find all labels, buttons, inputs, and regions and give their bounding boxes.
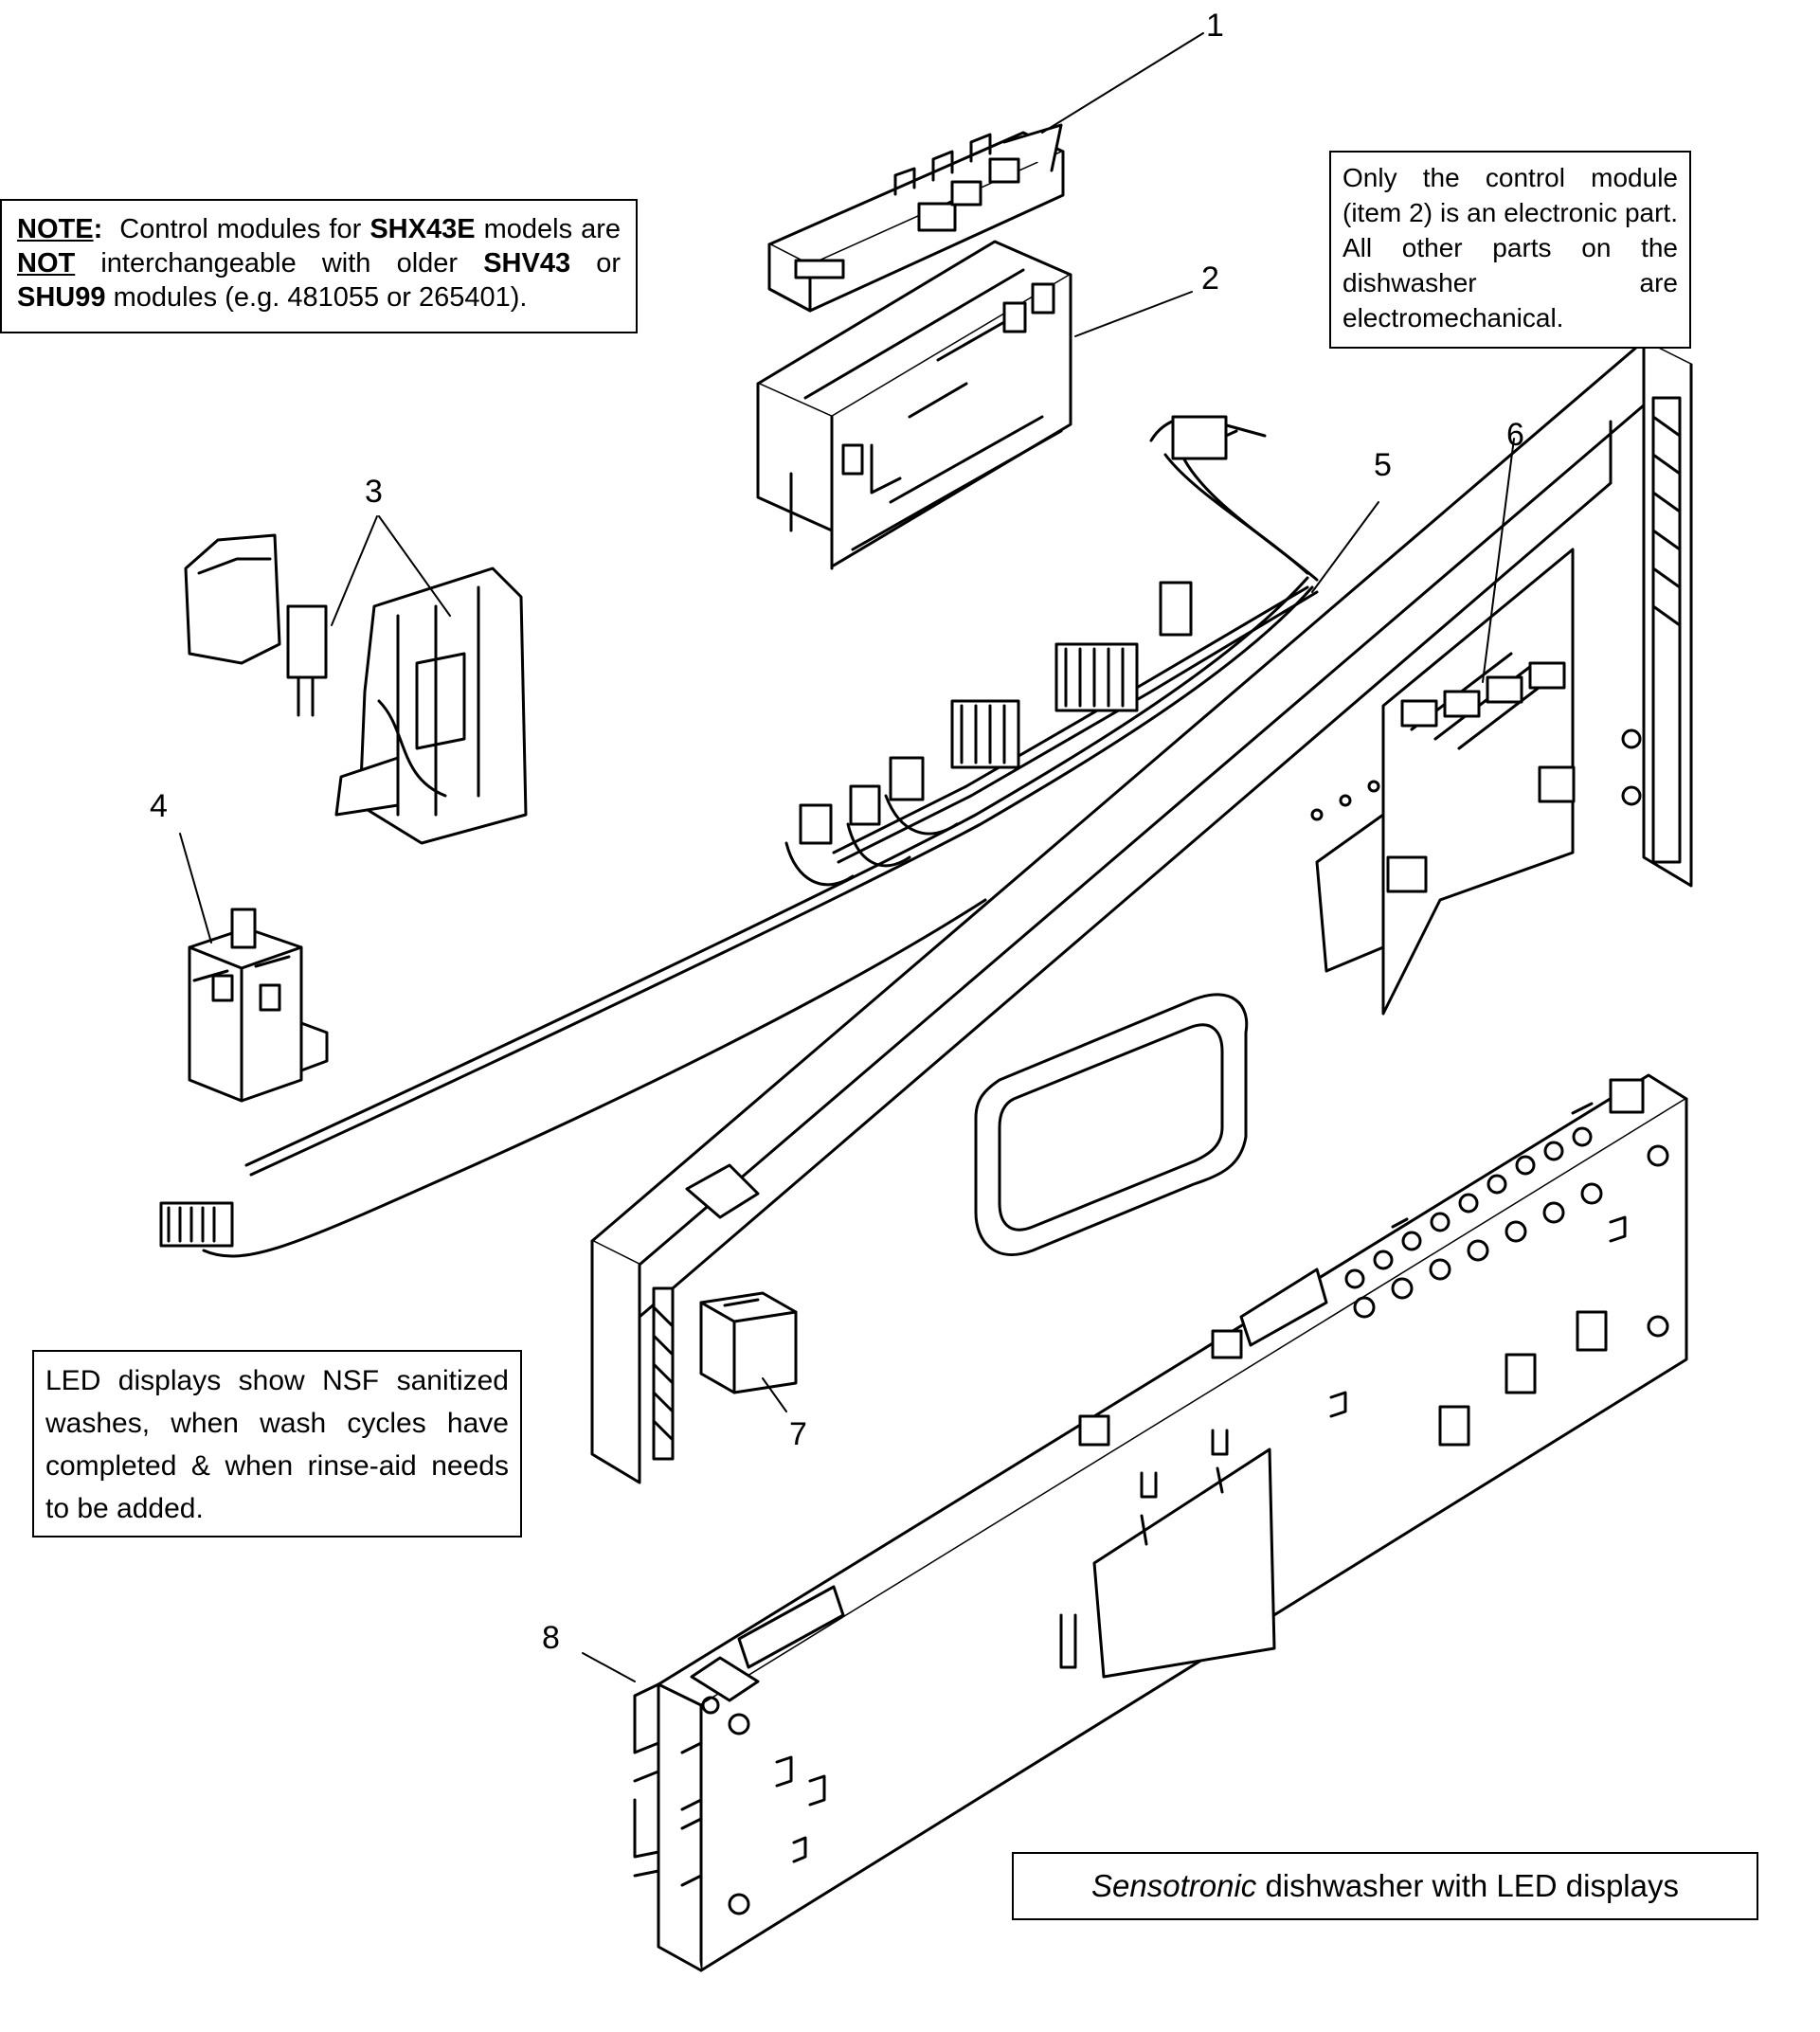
door-handle <box>974 993 1249 1256</box>
harness-connectors <box>784 581 1193 887</box>
part-6-inner-panel <box>590 339 1693 1484</box>
callout-2: 2 <box>1201 261 1219 297</box>
electronic-part-note: Only the control module (item 2) is an e… <box>1329 151 1691 349</box>
caption-text: dishwasher with LED displays <box>1265 1868 1679 1903</box>
callout-3: 3 <box>365 474 383 510</box>
part-4-main-switch <box>188 908 329 1103</box>
leader-lines <box>179 32 1515 1682</box>
part-8-outer-panel <box>633 1073 1688 1972</box>
note-label: NOTE <box>17 214 94 244</box>
compatibility-note: NOTE: Control modules for SHX43E models … <box>0 199 638 333</box>
callout-4: 4 <box>150 788 168 824</box>
note-text-5: modules (e.g. 481055 or 265401). <box>113 282 528 313</box>
part-7-block <box>699 1291 798 1394</box>
note-model-shv43: SHV43 <box>483 248 571 279</box>
callout-7: 7 <box>789 1416 807 1452</box>
caption-brand: Sensotronic <box>1091 1868 1257 1903</box>
callout-5: 5 <box>1374 447 1392 483</box>
diagram-caption: Sensotronic dishwasher with LED displays <box>1012 1852 1758 1920</box>
note-model-shu99: SHU99 <box>17 282 106 313</box>
callout-1: 1 <box>1206 8 1224 44</box>
callout-6: 6 <box>1506 417 1524 453</box>
led-display-note: LED displays show NSF sanitized washes, … <box>32 1350 522 1537</box>
note-text-4: or <box>596 248 622 279</box>
note-model-shx43e: SHX43E <box>369 214 476 244</box>
note-not: NOT <box>17 248 76 279</box>
part-1-keypad <box>767 123 1065 313</box>
note-text-2: models are <box>483 214 621 244</box>
note-text-1: Control modules for <box>119 214 362 244</box>
led-note-text: LED displays show NSF sanitized washes, … <box>45 1365 509 1524</box>
electronic-note-text: Only the control module (item 2) is an e… <box>1342 163 1678 333</box>
note-text-3: interchangeable with older <box>100 248 459 279</box>
callout-8: 8 <box>542 1620 560 1656</box>
part-3-door-latch <box>184 533 528 845</box>
part-5-wire-harness <box>159 415 1319 1258</box>
part-2-control-module <box>756 240 1072 570</box>
note-colon: : <box>93 214 103 244</box>
